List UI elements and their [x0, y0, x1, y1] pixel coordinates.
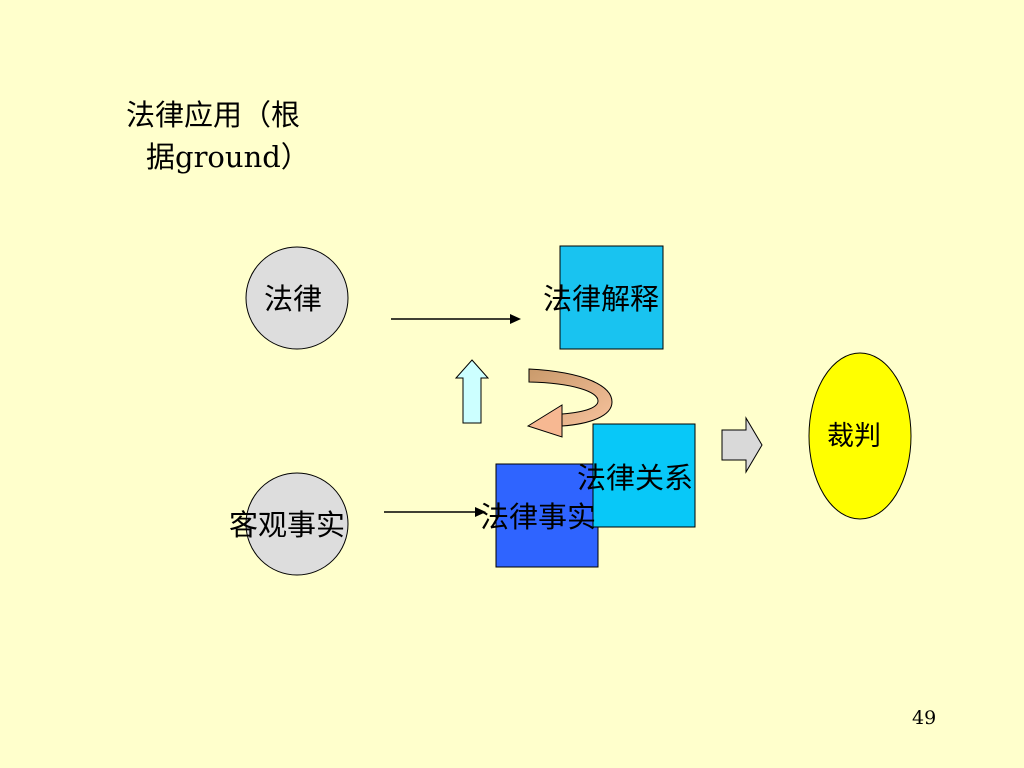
title-line-2: 据ground）: [146, 140, 310, 174]
legal-interpretation-box: [559, 245, 664, 350]
slide-title: 法律应用（根 据ground）: [126, 94, 366, 178]
objective-facts-circle: [245, 472, 349, 576]
law-circle: [245, 246, 349, 350]
title-line-1: 法律应用（根: [126, 98, 301, 132]
arrow-law-to-interpretation: [391, 314, 521, 324]
judgment-ellipse: [808, 352, 912, 520]
page-number: 49: [912, 707, 937, 729]
arrow-facts-to-legal-facts: [384, 507, 486, 517]
legal-relation-label: 法律关系: [577, 461, 694, 495]
legal-facts-label: 法律事实: [480, 500, 597, 534]
legal-relation-box: [592, 423, 696, 528]
legal-facts-box: [495, 463, 599, 568]
up-arrow: [454, 359, 490, 424]
judgment-label: 裁判: [827, 421, 881, 452]
block-arrow-to-judgment: [721, 416, 763, 474]
legal-interpretation-label: 法律解释: [543, 282, 660, 316]
law-label: 法律: [264, 282, 323, 316]
curved-return-arrow: [526, 368, 613, 438]
objective-facts-label: 客观事实: [229, 508, 346, 542]
